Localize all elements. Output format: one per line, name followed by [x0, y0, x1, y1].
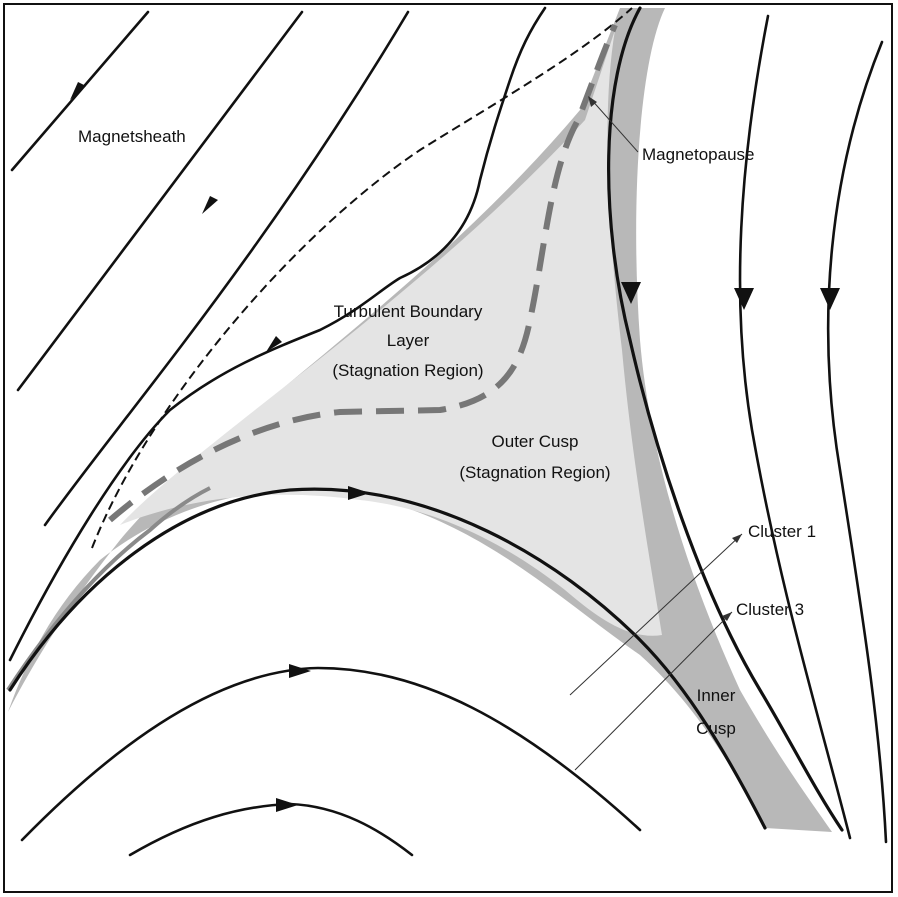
inner-cusp-label-line1: Inner [697, 686, 736, 705]
cluster1-label: Cluster 1 [748, 522, 816, 541]
magnetopause-arrow [621, 282, 641, 304]
closed-arrow-1 [289, 664, 311, 678]
turbulent-label-line2: Layer [387, 331, 430, 350]
lower-magnetopause-arrow [348, 486, 370, 500]
frame-border [3, 3, 893, 893]
field-arrow-1 [70, 82, 86, 100]
outer-cusp-region [120, 30, 662, 636]
sheath-field-line-3 [43, 10, 410, 527]
stagnation-dashed-boundary [108, 23, 618, 523]
magnetopause-line [607, 6, 844, 832]
lower-magnetopause-line [8, 487, 767, 830]
cluster3-trajectory [574, 611, 733, 771]
closed-arrow-2 [276, 798, 298, 812]
turbulent-layer-outer-boundary [91, 7, 633, 549]
turbulent-arrow [266, 336, 282, 352]
dayside-field-line-2 [826, 40, 888, 844]
turbulent-field-line [8, 6, 547, 662]
magnetopause-pointer-arrow [588, 96, 597, 107]
magnetosheath-label: Magnetsheath [78, 127, 186, 146]
field-arrow-2 [202, 196, 218, 214]
cluster1-trajectory [569, 533, 743, 696]
turbulent-label-line1: Turbulent Boundary [334, 302, 483, 321]
inner-cusp-label-line2: Cusp [696, 719, 736, 738]
cluster3-label: Cluster 3 [736, 600, 804, 619]
dayside-field-line-1 [738, 14, 852, 840]
turbulent-label-line3: (Stagnation Region) [332, 361, 483, 380]
magnetopause-pointer [589, 97, 639, 153]
magnetopause-label: Magnetopause [642, 145, 754, 164]
boundary-gray-line [6, 486, 211, 692]
outer-cusp-label-line2: (Stagnation Region) [459, 463, 610, 482]
dayside-arrow-2 [820, 288, 840, 310]
sheath-field-line-2 [16, 10, 304, 392]
closed-field-line-2 [128, 802, 414, 857]
cluster1-arrow [732, 534, 742, 543]
cluster3-arrow [722, 612, 732, 621]
dayside-arrow-1 [734, 288, 754, 310]
closed-field-line-1 [20, 666, 642, 842]
outer-cusp-label-line1: Outer Cusp [492, 432, 579, 451]
